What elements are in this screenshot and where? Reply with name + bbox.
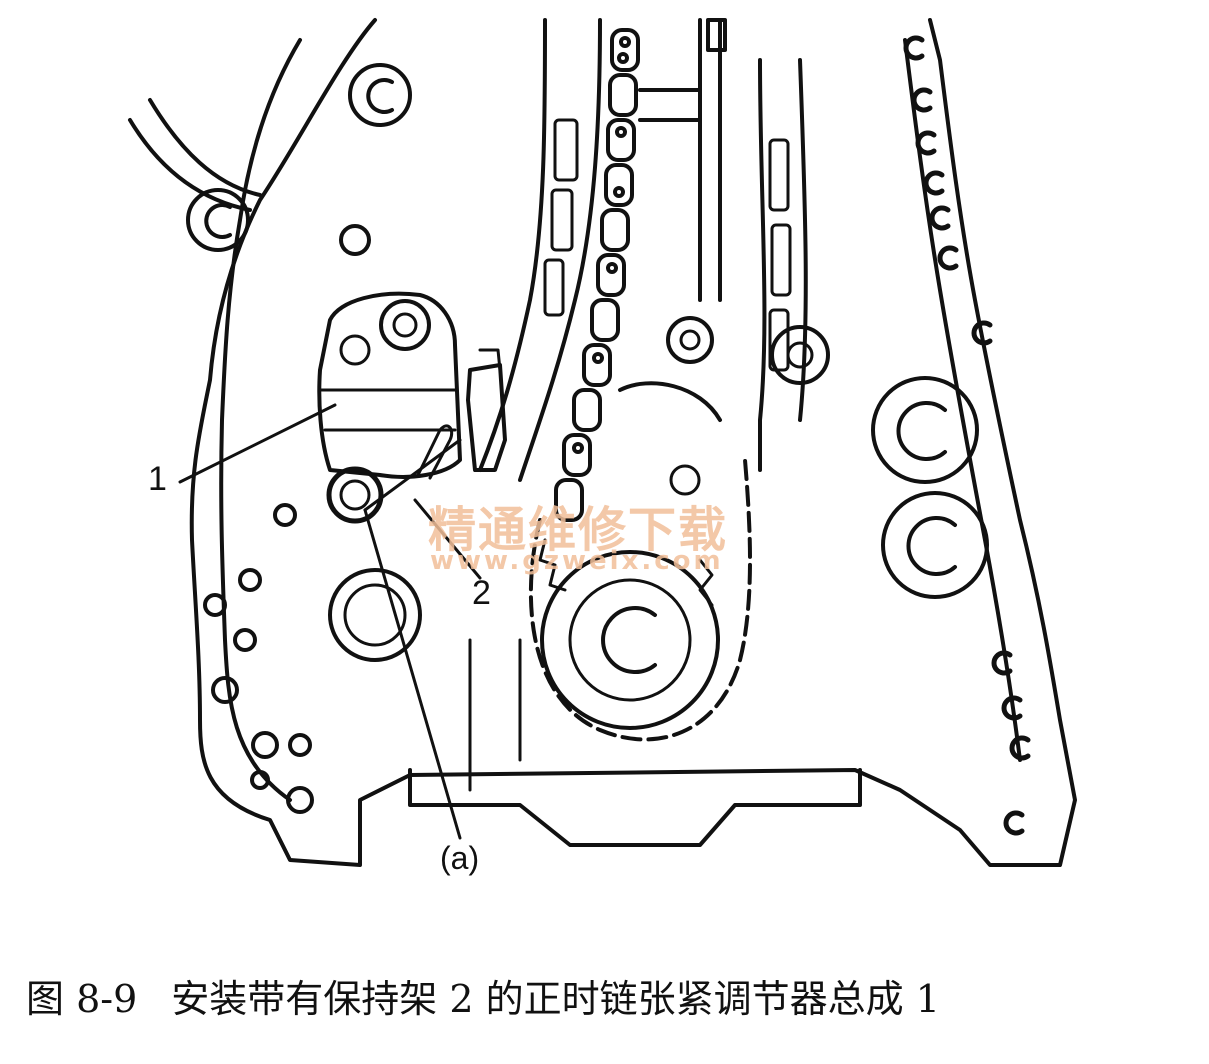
- upper-left-bolts: [186, 63, 412, 256]
- watermark-chinese: 精通维修下载: [428, 502, 729, 558]
- engine-timing-chain-diagram: [128, 18, 1077, 867]
- right-large-holes: [871, 376, 989, 599]
- left-chain-guide-edge: [518, 18, 602, 482]
- leader-line-2: [413, 498, 482, 580]
- right-cover-outline: [903, 38, 1022, 762]
- leader-line-a: [363, 508, 462, 840]
- figure-caption: 图 8-9 安装带有保持架 2 的正时链张紧调节器总成 1: [26, 968, 940, 1023]
- left-chain-guide: [478, 18, 547, 472]
- tensioner-holder: [466, 348, 507, 472]
- callout-part-1: 1: [148, 460, 167, 498]
- top-left-arc: [128, 118, 252, 212]
- right-chain-guide: [698, 18, 722, 302]
- timing-chain: [554, 28, 640, 522]
- bottom-ribs: [468, 638, 522, 792]
- leader-line-1: [178, 403, 337, 484]
- callout-point-a: (a): [440, 840, 480, 876]
- tensioner-lower-bolt: [326, 466, 384, 524]
- crank-boss: [618, 381, 722, 422]
- watermark-url: www.gzweix.com: [430, 546, 724, 576]
- timing-mark: [669, 464, 701, 496]
- right-guide-slots: [768, 138, 792, 372]
- guide-bracket-lines: [638, 88, 702, 122]
- crankshaft-sprocket: [538, 538, 720, 730]
- right-tension-guide: [758, 58, 808, 472]
- right-mount-bolt: [770, 325, 830, 385]
- lower-left-boss: [328, 568, 422, 662]
- chain-tensioner-assembly: [317, 291, 462, 480]
- leader-line-a2: [363, 438, 462, 512]
- right-edge-bolt-marks: [903, 35, 1031, 836]
- guide-pivot-bolt: [666, 316, 714, 364]
- top-bracket: [706, 18, 727, 52]
- callout-part-2: 2: [472, 574, 491, 612]
- figure-number: 图 8-9: [26, 977, 138, 1021]
- caption-text: 安装带有保持架 2 的正时链张紧调节器总成 1: [171, 977, 940, 1021]
- top-left-arc-inner: [148, 98, 262, 197]
- left-edge-holes: [203, 503, 314, 814]
- chain-loop-dashed: [528, 458, 752, 742]
- engine-block-outline: [189, 18, 1077, 867]
- left-guide-slots: [543, 118, 579, 317]
- bottom-flange: [408, 768, 862, 847]
- inner-cover-outline: [219, 38, 302, 802]
